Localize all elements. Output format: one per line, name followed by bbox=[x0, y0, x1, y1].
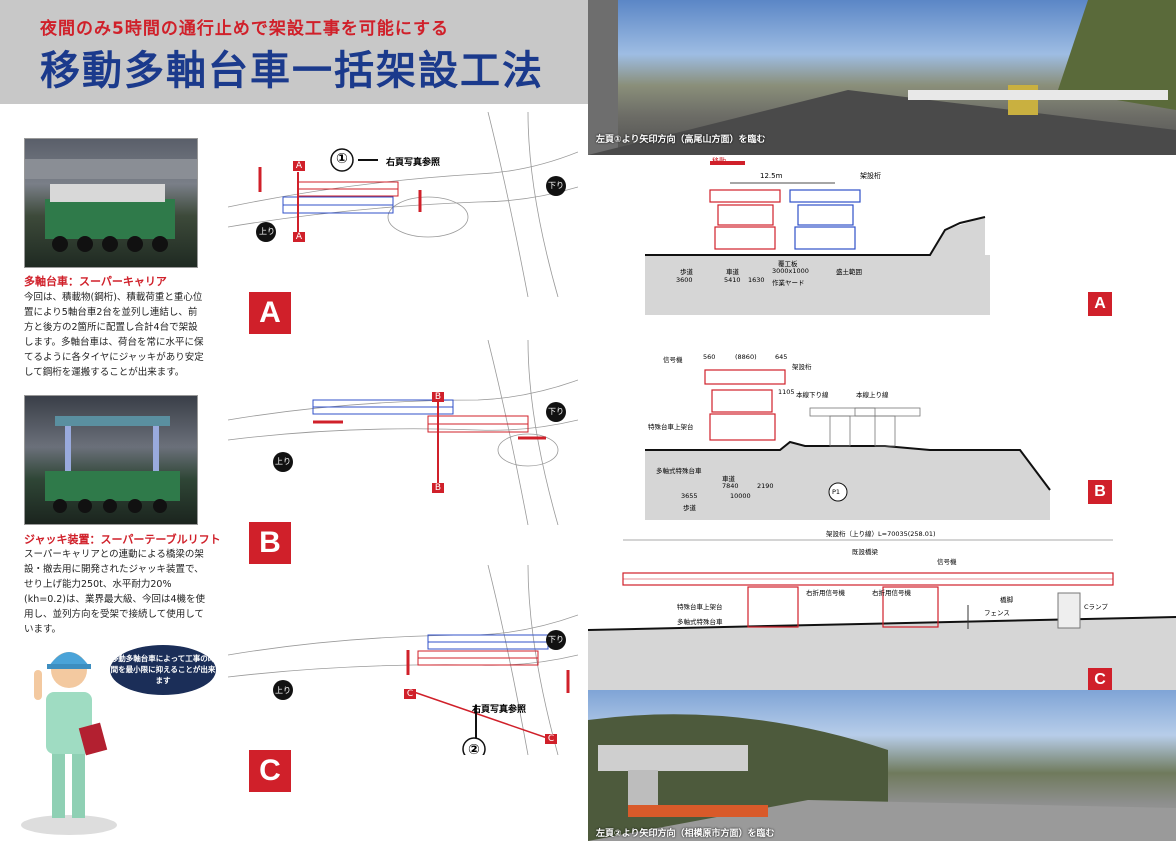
b-girder: 架設桁 bbox=[792, 363, 812, 371]
plan-b-mark-bottom: B bbox=[432, 483, 444, 493]
a-lane: 車道 bbox=[726, 268, 739, 276]
b-carrier: 多軸式特殊台車 bbox=[656, 467, 702, 475]
plan-a-down: 下り bbox=[548, 181, 564, 190]
site-photo-1 bbox=[588, 0, 1176, 155]
ref1-text: 右頁写真参照 bbox=[386, 158, 441, 168]
sec2-caption: ジャッキ装置：スーパーテーブルリフト bbox=[24, 533, 221, 546]
page-subtitle: 夜間のみ5時間の通行止めで架設工事を可能にする bbox=[40, 19, 449, 39]
b-walk-w: 3655 bbox=[681, 492, 698, 500]
sec1-caption: 多軸台車：スーパーキャリア bbox=[24, 275, 167, 288]
b-walk: 歩道 bbox=[683, 504, 696, 512]
plan-c-mark-right: C bbox=[545, 734, 557, 744]
ref1-number: ① bbox=[336, 151, 348, 167]
photo2-caption: 左頁②より矢印方向（相模原市方面）を臨む bbox=[596, 829, 775, 839]
plan-b-down: 下り bbox=[548, 407, 564, 416]
c-jack: 特殊台車上架台 bbox=[677, 603, 723, 611]
b-signal: 信号機 bbox=[663, 356, 683, 364]
b-lane: 車道 bbox=[722, 475, 735, 483]
header-band bbox=[0, 0, 588, 104]
plan-c-badge: C bbox=[249, 750, 291, 792]
ref2-number: ② bbox=[468, 742, 480, 758]
b-d2: (8860) bbox=[735, 353, 757, 361]
section-a-badge: A bbox=[1088, 292, 1112, 316]
c-title: 架設桁（上り線）L=70035(258.01) bbox=[826, 530, 936, 538]
plan-b bbox=[227, 339, 579, 526]
site-photo-2 bbox=[588, 690, 1176, 841]
page-title: 移動多軸台車一括架設工法 bbox=[40, 48, 544, 94]
c-right-signal-1: 右折用信号機 bbox=[806, 589, 845, 597]
section-c-badge: C bbox=[1088, 668, 1112, 692]
c-right-signal-2: 右折用信号機 bbox=[872, 589, 911, 597]
a-girder: 架設桁 bbox=[860, 172, 881, 180]
a-yard: 作業ヤード bbox=[772, 279, 805, 287]
b-d1: 560 bbox=[703, 353, 716, 361]
section-b-badge: B bbox=[1088, 480, 1112, 504]
plan-c-down: 下り bbox=[548, 635, 564, 644]
sec2-body: スーパーキャリアとの連動による橋梁の架設・撤去用に開発されたジャッキ装置で、せり… bbox=[24, 549, 206, 635]
a-move: 移動 bbox=[712, 157, 726, 165]
speech-bubble: 移動多軸台車によって工事の時間を最小限に抑えることが出来ます bbox=[110, 645, 216, 695]
b-down-line: 本線下り線 bbox=[796, 391, 829, 399]
plan-b-up: 上り bbox=[275, 457, 291, 466]
plan-b-badge: B bbox=[249, 522, 291, 564]
photo1-caption: 左頁①より矢印方向（高尾山方面）を臨む bbox=[596, 135, 766, 145]
b-lane-w: 7840 bbox=[722, 482, 739, 490]
b-h: 1105 bbox=[778, 388, 795, 396]
c-existing: 既設橋梁 bbox=[852, 548, 878, 556]
a-plate: 覆工板 bbox=[778, 260, 798, 268]
c-signal: 信号機 bbox=[937, 558, 957, 566]
plan-b-mark-top: B bbox=[432, 392, 444, 402]
a-w3: 1630 bbox=[748, 276, 765, 284]
plan-a-mark-bottom: A bbox=[293, 232, 305, 242]
plan-a-mark-top: A bbox=[293, 161, 305, 171]
table-lift-photo bbox=[24, 395, 198, 525]
b-up-line: 本線上り線 bbox=[856, 391, 889, 399]
a-walk: 歩道 bbox=[680, 268, 693, 276]
b-jack: 特殊台車上架台 bbox=[648, 423, 694, 431]
b-w2: 2190 bbox=[757, 482, 774, 490]
c-fence: フェンス bbox=[984, 609, 1010, 617]
c-ramp: Cランプ bbox=[1084, 603, 1108, 611]
a-fill: 盛土範囲 bbox=[836, 268, 862, 276]
b-pier: P1 bbox=[832, 488, 841, 496]
a-lane-w: 5410 bbox=[724, 276, 741, 284]
section-a bbox=[640, 155, 1060, 315]
super-carrier-photo bbox=[24, 138, 198, 268]
a-span: 12.5m bbox=[760, 172, 783, 180]
plan-a bbox=[227, 111, 579, 298]
plan-c-mark-left: C bbox=[404, 689, 416, 699]
plan-c-up: 上り bbox=[275, 686, 291, 695]
a-plate-size: 3000x1000 bbox=[772, 267, 809, 275]
ref2-text: 右頁写真参照 bbox=[472, 705, 527, 715]
a-walk-w: 3600 bbox=[676, 276, 693, 284]
section-b bbox=[640, 350, 1060, 520]
section-c bbox=[587, 525, 1176, 690]
sec1-body: 今回は、積載物(鋼桁)、積載荷重と重心位置により5軸台車2台を並列し連結し、前方… bbox=[24, 292, 204, 378]
c-carrier: 多軸式特殊台車 bbox=[677, 618, 723, 626]
plan-a-up: 上り bbox=[259, 227, 275, 236]
plan-c bbox=[227, 564, 579, 761]
b-d3: 645 bbox=[775, 353, 788, 361]
c-pier-base: 橋脚 bbox=[1000, 596, 1013, 604]
worker-illustration bbox=[14, 630, 124, 835]
b-total: 10000 bbox=[730, 492, 751, 500]
plan-a-badge: A bbox=[249, 292, 291, 334]
